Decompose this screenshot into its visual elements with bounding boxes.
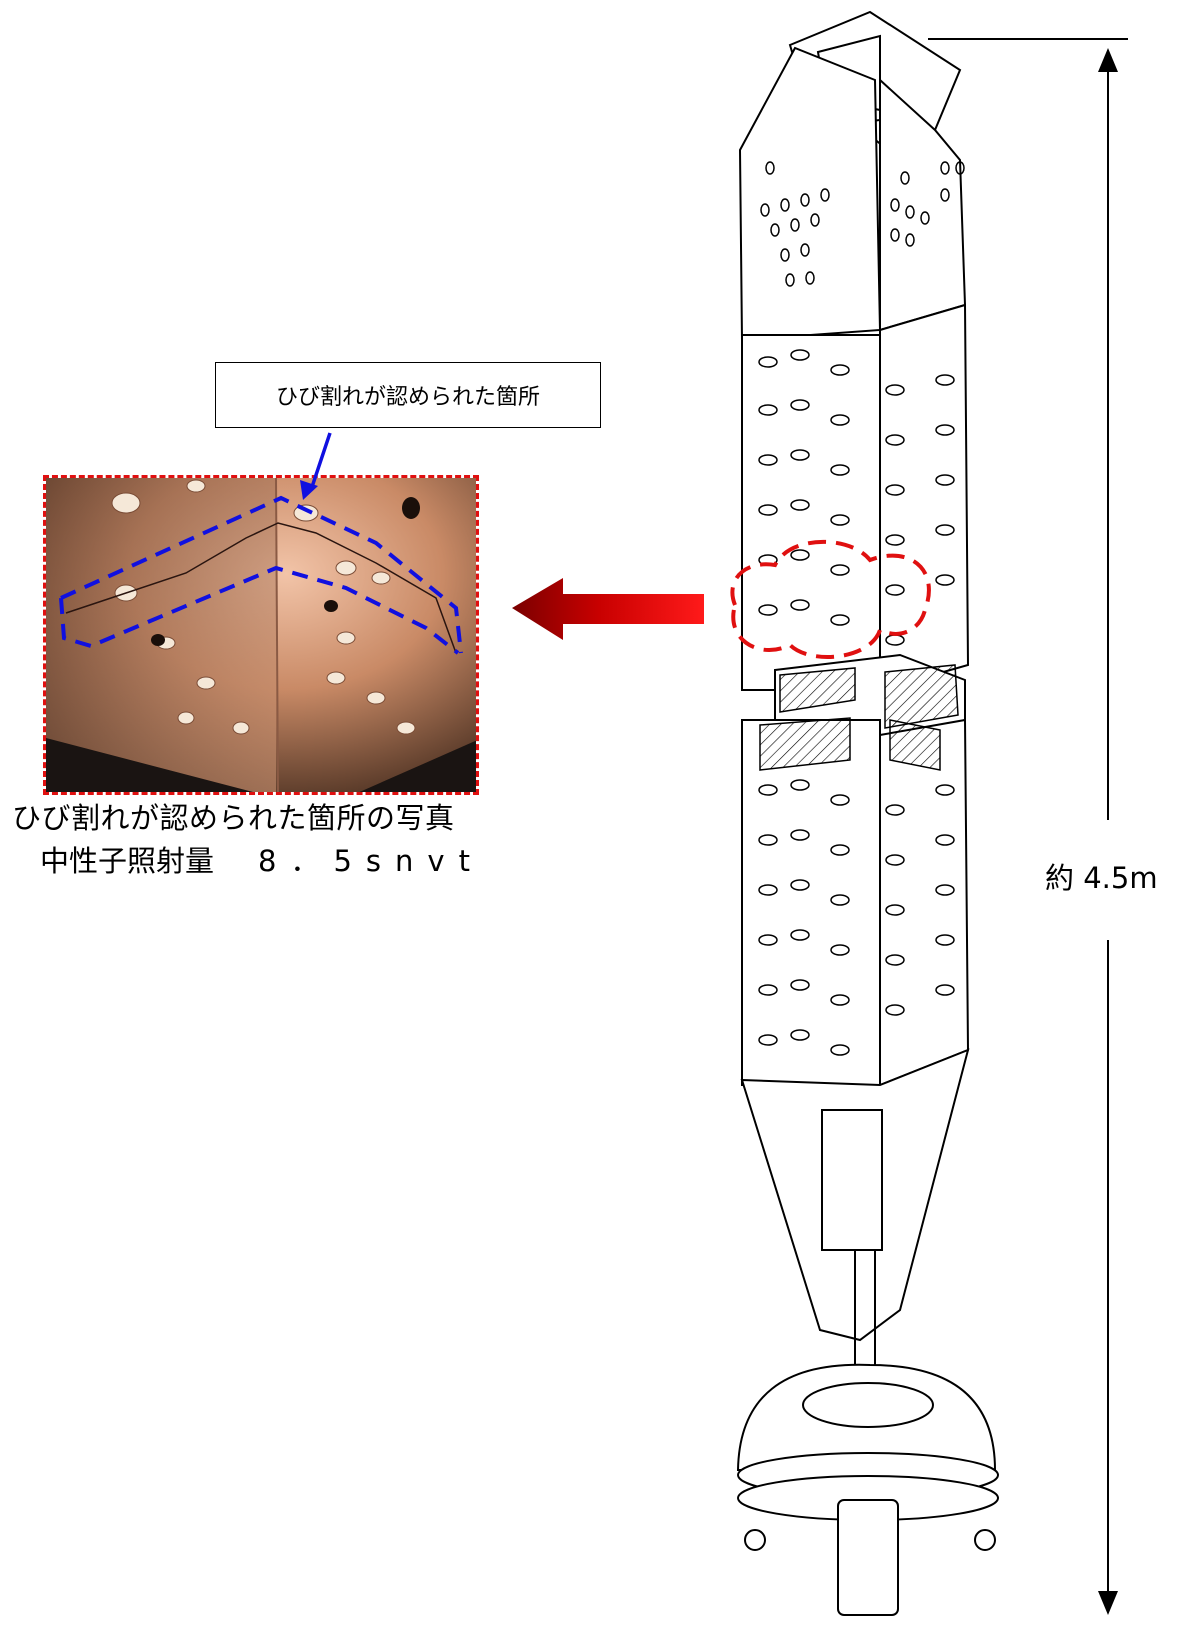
crack-area-marker (730, 539, 931, 659)
crack-photo (43, 475, 479, 795)
joint-section (759, 664, 959, 771)
height-dimension-label: 約 4.5m (1045, 861, 1158, 895)
irradiation-label: 中性子照射量 (40, 844, 215, 878)
crack-photo-image (46, 478, 476, 792)
irradiation-caption: 中性子照射量 8．5snvt (40, 838, 484, 880)
callout-label: ひび割れが認められた箇所 (275, 385, 540, 410)
blade-holes (758, 161, 965, 1056)
crack-outline (59, 495, 463, 655)
pointer-arrow-icon (300, 432, 332, 500)
irradiation-value: 8．5snvt (258, 844, 484, 878)
control-rod (736, 10, 999, 1616)
arrow-down-icon (1098, 1591, 1118, 1615)
arrow-up-icon (1098, 48, 1118, 72)
dimension-line (928, 38, 1128, 1605)
arrow-left-icon (512, 578, 704, 640)
crack-location-callout: ひび割れが認められた箇所 (215, 362, 601, 428)
photo-caption: ひび割れが認められた箇所の写真 (12, 801, 455, 835)
